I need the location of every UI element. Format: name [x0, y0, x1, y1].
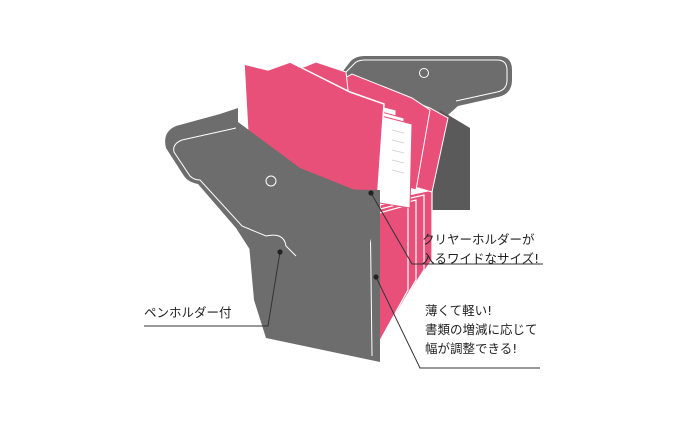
snap-button-icon: [265, 175, 277, 187]
callout-thin-light-line3: 幅が調整できる!: [425, 341, 518, 356]
pointer-dot-icon: [277, 249, 283, 255]
snap-button-icon: [419, 68, 429, 78]
callout-clear-holder-line2: 入るワイドなサイズ!: [422, 251, 540, 266]
callout-thin-light-line2: 書類の増減に応じて: [425, 322, 538, 337]
leader-line-clear-holder: [370, 192, 543, 265]
back-flap-outline: [345, 59, 508, 102]
front-flap-outline: [173, 127, 297, 257]
callout-pen-holder: ペンホルダー付: [144, 303, 232, 322]
pointer-dot-icon: [373, 274, 379, 280]
callout-thin-light: 薄くて軽い! 書類の増減に応じて 幅が調整できる!: [425, 301, 538, 358]
callout-clear-holder-line1: クリヤーホルダーが: [422, 232, 535, 247]
back-flap: [340, 56, 512, 124]
callout-clear-holder: クリヤーホルダーが 入るワイドなサイズ!: [422, 230, 539, 268]
front-flap: [165, 108, 380, 276]
leader-line-thin-light: [375, 276, 540, 369]
pointer-dot-icon: [368, 190, 374, 196]
callout-pen-holder-line1: ペンホルダー付: [144, 305, 232, 320]
sheet-ruled-lines: [391, 129, 405, 174]
leader-line-pen-holder: [144, 251, 281, 327]
callout-thin-light-line1: 薄くて軽い!: [425, 303, 493, 318]
